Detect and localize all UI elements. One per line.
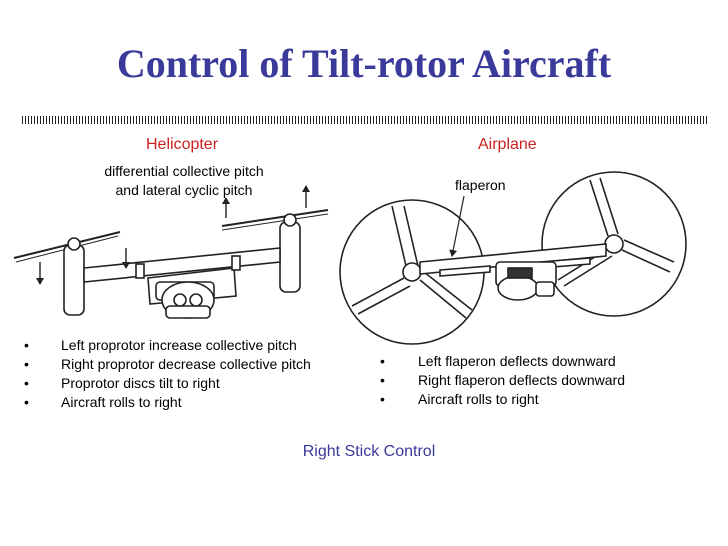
airplane-heading: Airplane (478, 136, 537, 153)
bullet-marker: • (24, 394, 29, 410)
bullet-marker: • (380, 353, 385, 369)
bullet-marker: • (380, 372, 385, 388)
page-title: Control of Tilt-rotor Aircraft (116, 41, 612, 86)
helicopter-note-line1: differential collective pitch (104, 163, 264, 179)
bullet-text: Proprotor discs tilt to right (61, 375, 220, 391)
bullet-marker: • (380, 391, 385, 407)
helicopter-note-line2: and lateral cyclic pitch (115, 182, 253, 198)
bullet-text: Right flaperon deflects downward (418, 372, 626, 388)
bullet-text: Left flaperon deflects downward (418, 353, 616, 369)
helicopter-note: differential collective pitch and latera… (84, 162, 284, 200)
bullet-marker: • (24, 337, 29, 353)
helicopter-heading: Helicopter (146, 136, 219, 153)
bullet-text: Aircraft rolls to right (418, 391, 539, 407)
airplane-mode-aircraft (339, 171, 687, 345)
helicopter-mode-aircraft (13, 185, 329, 319)
bullet-text: Right proprotor decrease collective pitc… (61, 356, 311, 372)
footer-caption: Right Stick Control (302, 443, 436, 460)
bullet-text: Left proprotor increase collective pitch (61, 337, 297, 353)
bullet-marker: • (24, 356, 29, 372)
divider-rule (22, 116, 708, 124)
flaperon-callout: flaperon (455, 177, 506, 193)
bullet-text: Aircraft rolls to right (61, 394, 182, 410)
bullet-marker: • (24, 375, 29, 391)
